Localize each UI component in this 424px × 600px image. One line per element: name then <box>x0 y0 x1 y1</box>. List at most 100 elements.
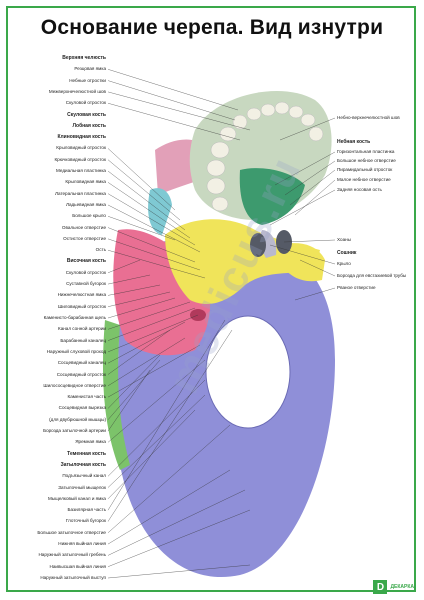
leader-line <box>107 159 181 221</box>
leader-line <box>107 91 251 131</box>
leader-line <box>107 69 239 111</box>
leader-lines <box>107 69 336 579</box>
left-label: Нижнечелюстная ямка <box>57 292 106 298</box>
leader-line <box>269 244 336 265</box>
right-label: Пирамидальный отросток <box>337 167 393 172</box>
left-label: Затылочный мыщелок <box>58 484 106 490</box>
left-label: Большое крыло <box>72 213 106 219</box>
leader-line <box>107 238 201 271</box>
left-label: Крыловидный отросток <box>56 145 106 151</box>
left-label: Крыловидная ямка <box>65 179 106 185</box>
left-label: (для двубрюшной мышцы) <box>49 416 106 422</box>
leader-line <box>107 509 251 567</box>
leader-line <box>107 329 233 522</box>
left-label: Наружный затылочный гребень <box>38 552 106 558</box>
left-label: Шилососцевидное отверстие <box>43 382 106 388</box>
leader-line <box>283 239 336 243</box>
leader-line <box>107 204 201 253</box>
left-label: Овальное отверстие <box>61 224 106 230</box>
leader-line <box>294 287 336 301</box>
leader-line <box>107 301 191 330</box>
right-label: Горизонтальная пластинка <box>337 149 395 154</box>
left-label: Ладьевидная ямка <box>65 201 106 207</box>
leader-line <box>107 80 236 121</box>
leader-line <box>107 284 161 296</box>
right-label: Крыло <box>337 261 351 266</box>
left-label: Наружный затылочный выступ <box>40 575 106 580</box>
left-label: Затылочная кость <box>60 461 106 468</box>
leader-line <box>107 319 226 511</box>
leader-line <box>107 337 186 386</box>
left-label: Височная кость <box>66 258 106 265</box>
logo-mark: D <box>373 580 388 594</box>
left-label: Ость <box>95 247 106 253</box>
left-label: Наивысшая выйная линия <box>49 563 106 569</box>
leader-line <box>107 489 246 556</box>
left-label: Канал сонной артерии <box>58 326 106 332</box>
leader-line <box>107 564 251 579</box>
left-label: Большое затылочное отверстие <box>37 529 106 535</box>
left-label: Глоточный бугорок <box>65 518 106 524</box>
leader-line <box>107 103 241 141</box>
left-label: Мыщелковый канал и ямка <box>47 495 106 501</box>
leader-line <box>107 354 161 409</box>
leader-line <box>107 359 161 420</box>
left-label: Сосцевидная вырезка <box>58 405 106 411</box>
left-label: Базилярная часть <box>67 507 106 513</box>
left-label: Скуловая кость <box>67 111 106 118</box>
left-label: Сосцевидный отросток <box>56 371 106 377</box>
left-label: Нижняя выйная линия <box>58 541 106 547</box>
right-label: Небная кость <box>337 139 371 145</box>
left-label: Барабанный каналец <box>60 337 106 343</box>
right-label: Борозда для евстахиевой трубы <box>337 273 407 278</box>
leader-line <box>107 369 151 432</box>
leader-line <box>107 469 231 545</box>
left-label: Наружный слуховой проход <box>46 348 106 354</box>
parietal-bone <box>102 320 130 470</box>
leader-line <box>107 314 199 353</box>
leader-line <box>107 193 196 246</box>
leader-line <box>274 151 336 186</box>
leader-line <box>107 297 176 319</box>
leader-line <box>107 307 196 341</box>
leader-line <box>107 148 176 211</box>
leader-line <box>107 394 206 488</box>
palatine-bone <box>239 168 305 225</box>
right-label: Большое небное отверстие <box>337 158 396 163</box>
leader-line <box>269 189 336 226</box>
left-label: Шиловидный отросток <box>57 303 106 309</box>
right-label: Сошник <box>337 250 357 256</box>
right-label: Задняя носовая ость <box>337 187 382 192</box>
zygomatic-bone <box>148 188 172 235</box>
left-label: Резцовая ямка <box>74 66 106 72</box>
left-label: Каменисто-барабанная щель <box>43 315 106 320</box>
leader-line <box>294 179 336 216</box>
left-label: Теменная кость <box>67 450 106 457</box>
leader-line <box>107 274 151 285</box>
leader-line <box>279 117 336 141</box>
left-label: Крючковидный отросток <box>54 156 106 162</box>
leader-line <box>299 259 336 277</box>
leader-line <box>107 227 196 263</box>
poster-title: Основание черепа. Вид изнутри <box>40 16 384 39</box>
teeth <box>206 101 324 212</box>
leader-line <box>107 379 206 477</box>
leader-line <box>107 329 171 375</box>
left-label: Небные отростки <box>69 77 106 83</box>
leader-line <box>107 291 171 307</box>
leader-line <box>284 160 336 196</box>
leader-line <box>107 216 176 241</box>
leader-line <box>107 259 141 273</box>
leader-line <box>107 344 201 398</box>
leader-line <box>107 424 231 533</box>
leader-line <box>107 359 206 443</box>
choana-left <box>250 233 266 257</box>
right-label: Малое небное отверстие <box>337 177 391 182</box>
left-label: Каменистая часть <box>67 394 106 400</box>
left-label: Клиновидная кость <box>57 134 106 141</box>
right-label: Хоаны <box>337 237 351 242</box>
left-label: Межверхнечелюстной шов <box>48 88 106 94</box>
right-label: Небно-верхнечелюстной шов <box>337 115 400 120</box>
left-label: Суставной бугорок <box>66 281 106 287</box>
